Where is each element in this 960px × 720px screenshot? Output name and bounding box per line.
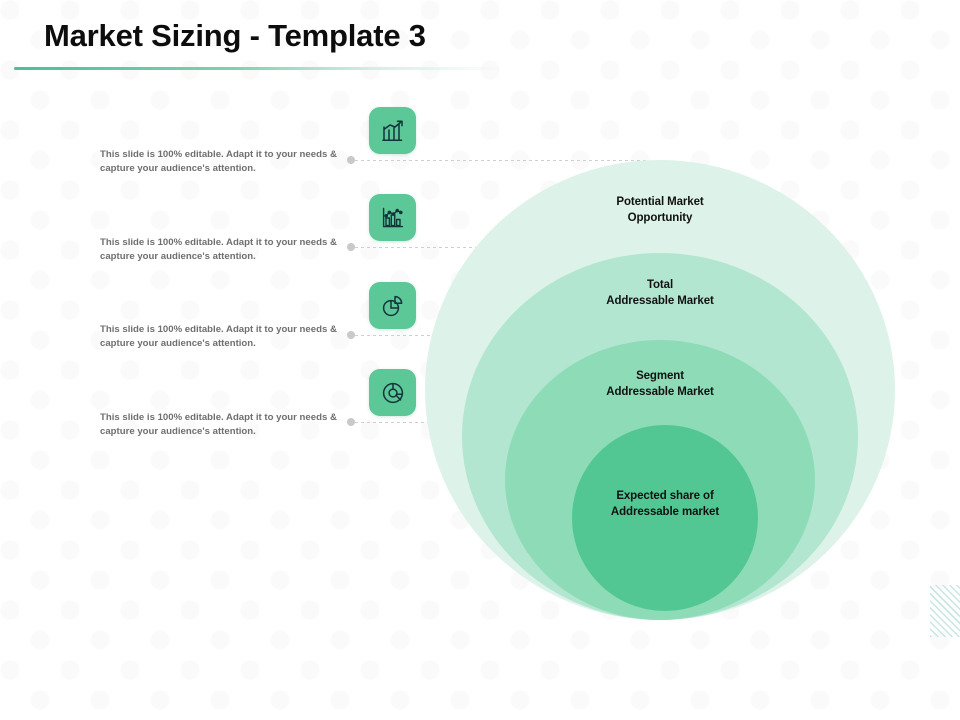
connector-line-2	[347, 243, 677, 251]
circle-label-3-line2: Addressable Market	[606, 385, 714, 398]
connector-dash	[355, 421, 767, 423]
circle-label-3-line1: Segment	[636, 370, 684, 382]
circle-expected-share-of-addressable-market[interactable]: Expected share of Addressable market	[572, 425, 758, 611]
connector-dash	[355, 159, 647, 161]
donut-chart-icon	[380, 380, 406, 406]
connector-line-3	[347, 331, 727, 339]
circle-label-1: Potential Market Opportunity	[425, 195, 895, 226]
note-text-4: This slide is 100% editable. Adapt it to…	[100, 412, 337, 437]
note-text-3: This slide is 100% editable. Adapt it to…	[100, 324, 337, 349]
title-underline-rule	[14, 67, 504, 70]
circle-potential-market-opportunity[interactable]: Potential Market Opportunity	[425, 160, 895, 620]
connector-dot-icon	[347, 243, 355, 251]
decorative-stripes	[930, 585, 960, 637]
title-block: Market Sizing - Template 3	[44, 18, 426, 54]
connector-dash	[355, 334, 727, 336]
icon-tile-1[interactable]	[369, 107, 416, 154]
circle-label-4-line2: Addressable market	[610, 505, 720, 518]
page-title: Market Sizing - Template 3	[44, 18, 426, 53]
circle-label-4: Expected share of Addressable market	[572, 489, 758, 520]
circle-label-3: Segment Addressable Market	[505, 369, 815, 400]
circle-label-2-line2: Addressable Market	[606, 294, 714, 307]
bar-chart-growth-icon	[380, 118, 406, 144]
connector-dot-icon	[347, 331, 355, 339]
circle-label-2: Total Addressable Market	[462, 278, 858, 309]
connector-line-4	[347, 418, 767, 426]
connector-dash	[355, 246, 677, 248]
circle-label-1-line1: Potential Market	[616, 196, 704, 208]
bar-line-chart-icon	[380, 205, 406, 231]
circle-label-2-line1: Total	[646, 279, 674, 291]
connector-dot-icon	[347, 418, 355, 426]
pie-chart-exploded-icon	[380, 293, 406, 319]
connector-line-1	[347, 156, 647, 164]
icon-tile-2[interactable]	[369, 194, 416, 241]
circle-total-addressable-market[interactable]: Total Addressable Market	[462, 253, 858, 620]
icon-tile-3[interactable]	[369, 282, 416, 329]
icon-tile-4[interactable]	[369, 369, 416, 416]
circle-label-1-line2: Opportunity	[627, 211, 693, 224]
connector-dot-icon	[347, 156, 355, 164]
note-text-1: This slide is 100% editable. Adapt it to…	[100, 149, 337, 174]
note-text-2: This slide is 100% editable. Adapt it to…	[100, 237, 337, 262]
circle-segment-addressable-market[interactable]: Segment Addressable Market	[505, 340, 815, 620]
circle-label-4-line1: Expected share of	[616, 490, 714, 502]
